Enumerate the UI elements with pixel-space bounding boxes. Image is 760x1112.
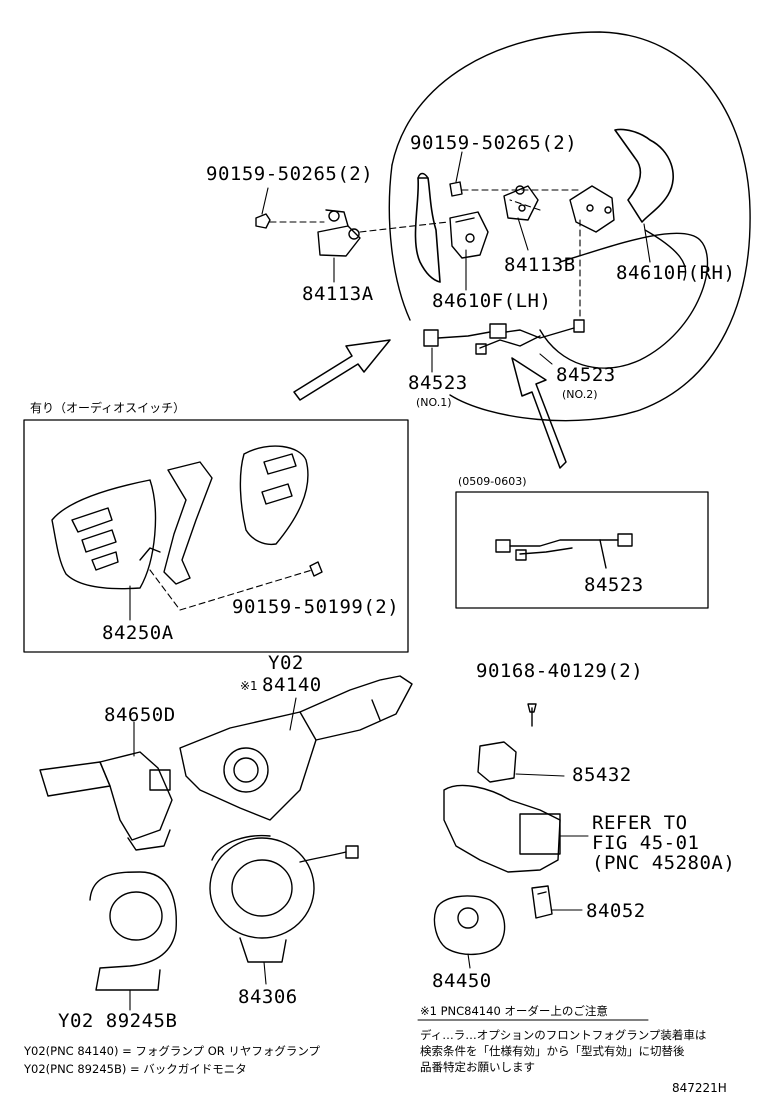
combo-switch-label[interactable]: 84140 (262, 674, 322, 696)
bracket-a-drawing (317, 209, 361, 257)
legend-line-2: Y02(PNC 89245B) = バックガイドモニタ (24, 1062, 247, 1076)
bolt-drawings (255, 181, 463, 229)
cover-label[interactable]: Y02 89245B (58, 1010, 178, 1032)
combo-switch-drawing (39, 675, 413, 851)
combo-mark: ※1 (240, 679, 258, 693)
wire-no1-sub: (NO.1) (416, 396, 452, 409)
spiral-cable-drawing (209, 834, 359, 963)
bracket-b-drawing (503, 185, 539, 221)
audio-switch-drawing (51, 445, 323, 590)
assembly-arrows (293, 339, 567, 469)
footnote-title: ※1 PNC84140 オーダー上のご注意 (420, 1004, 608, 1018)
ignition-label[interactable]: 84450 (432, 970, 492, 992)
wire-harness-drawing (423, 319, 585, 355)
paddle-switch-rh-drawing (569, 185, 615, 233)
wire-no2-label[interactable]: 84523 (556, 364, 616, 386)
refer-line-1: REFER TO (592, 812, 688, 834)
lock-assembly-drawing (433, 703, 561, 955)
alt-wire-box (455, 491, 709, 609)
lock-part-label[interactable]: 85432 (572, 764, 632, 786)
alt-wire-label[interactable]: 84523 (584, 574, 644, 596)
wire-no1-label[interactable]: 84523 (408, 372, 468, 394)
audio-bolt-label[interactable]: 90159-50199(2) (232, 596, 400, 618)
screw-label[interactable]: 90168-40129(2) (476, 660, 644, 682)
paddle-lh-label[interactable]: 84610F(LH) (432, 290, 552, 312)
audio-switch-box (23, 419, 409, 653)
date-range-label: (0509-0603) (458, 475, 527, 488)
bolt-label-top-left[interactable]: 90159-50265(2) (206, 163, 374, 185)
leader-lines-top (261, 151, 651, 373)
key-part-label[interactable]: 84052 (586, 900, 646, 922)
leader-lines-bottom-left (129, 961, 267, 1011)
bolt-label-top-right[interactable]: 90159-50265(2) (410, 132, 578, 154)
leader-lines-bottom-right (467, 773, 589, 969)
leader-lines-mid (133, 697, 297, 757)
spiral-cable-label[interactable]: 84306 (238, 986, 298, 1008)
footnote-line-3: 品番特定お願いします (420, 1060, 535, 1074)
combo-code-label: Y02 (268, 652, 304, 674)
figure-id: 847221H (672, 1081, 727, 1095)
cover-drawing (89, 871, 177, 991)
paddle-rh-label[interactable]: 84610F(RH) (616, 262, 736, 284)
bracket-a-label[interactable]: 84113A (302, 283, 374, 305)
paddle-switch-lh-drawing (449, 211, 489, 259)
wiper-switch-label[interactable]: 84650D (104, 704, 176, 726)
legend-line-1: Y02(PNC 84140) = フォグランプ OR リヤフォグランプ (24, 1044, 321, 1058)
footnote-line-2: 検索条件を「仕様有効」から「型式有効」に切替後 (420, 1044, 685, 1058)
bracket-b-label[interactable]: 84113B (504, 254, 576, 276)
refer-line-3: (PNC 45280A) (592, 852, 736, 874)
audio-switch-label[interactable]: 84250A (102, 622, 174, 644)
wire-no2-sub: (NO.2) (562, 388, 598, 401)
assembly-dash-lines (269, 189, 581, 321)
audio-caption: 有り（オーディオスイッチ） (30, 401, 186, 415)
audio-dash-lines (149, 569, 313, 611)
refer-line-2[interactable]: FIG 45-01 (592, 832, 700, 854)
alt-wire-drawing (495, 533, 633, 569)
steering-wheel-drawing (388, 31, 751, 422)
footnote-line-1: ディ…ラ…オプションのフロントフォグランプ装着車は (420, 1028, 707, 1042)
